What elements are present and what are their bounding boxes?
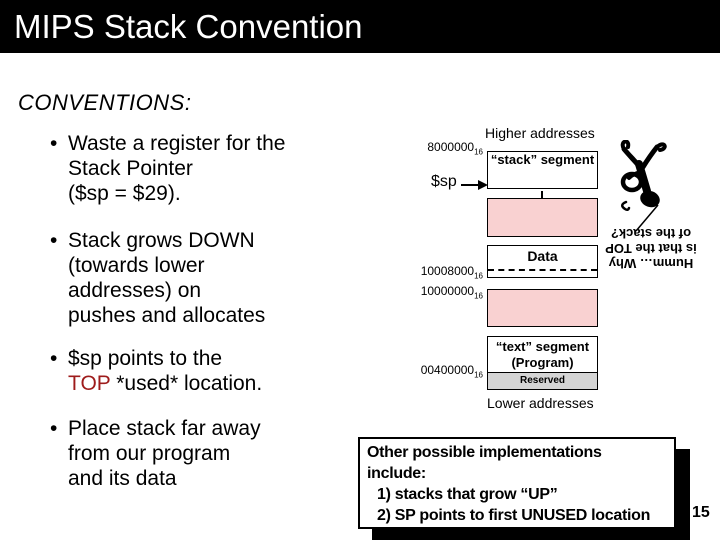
bullet-marker: • [50,229,58,252]
bullet-line: Place stack far away [68,417,261,440]
data-boundary-dashed-line [488,269,597,271]
hex-base: 16 [474,370,483,380]
bullet-line: from our program [68,442,231,465]
bullet-marker: • [50,132,58,155]
slide-title: MIPS Stack Convention [14,7,363,45]
bullet-stack-grows-down: • Stack grows DOWN (towards lower addres… [50,228,265,328]
stack-continuation-tick [541,191,543,198]
lower-addresses-label: Lower addresses [487,395,594,411]
text-segment-box: “text” segment (Program) Reserved [487,336,598,390]
bullet-line: and its data [68,467,177,490]
bullet-line: Waste a register for the [68,132,286,155]
bullet-place-stack-far: • Place stack far away from our program … [50,416,261,491]
bullet-sp-points-top: • $sp points to the TOP *used* location. [50,346,262,396]
other-implementations-note: Other possible implementations include: … [358,437,676,529]
emphasis-top-word: TOP [68,372,111,395]
bullet-line: $sp points to the [68,347,223,370]
bullet-line-rest: *used* location. [110,372,263,395]
upside-down-person-icon [620,140,667,212]
free-memory-box-lower [487,289,598,327]
hex-base: 16 [474,291,483,301]
free-memory-box-upper [487,198,598,237]
data-segment-label: Data [527,248,558,264]
address-data-bottom: 1000000016 [420,284,483,301]
thought-leader-line [635,204,659,232]
address-stack-top: 800000016 [427,140,483,157]
bullet-line: ($sp = $29). [68,182,181,205]
upside-down-thought-text: Humm… Why is that the TOP of the stack? [605,226,697,271]
address-text-segment: 0040000016 [420,363,483,380]
sp-register-label: $sp [431,173,457,190]
conventions-heading: CONVENTIONS: [18,90,192,115]
bullet-line: Stack grows DOWN [68,229,255,252]
stack-segment-label: “stack” segment [490,152,595,167]
stack-segment-box: “stack” segment [487,151,598,189]
address-data-line: 1000800016 [420,264,483,281]
text-segment-label: “text” segment [495,339,590,354]
higher-addresses-label: Higher addresses [485,125,595,141]
bullet-line: addresses) on [68,279,202,302]
data-segment-box: Data [487,245,598,278]
sp-arrow [461,184,480,186]
bullet-line: Stack Pointer [68,157,193,180]
bullet-line: TOP *used* location. [68,371,262,396]
bullet-marker: • [50,347,58,370]
bullet-marker: • [50,417,58,440]
sp-arrow-head-icon [478,180,488,190]
program-label: (Program) [511,355,574,370]
hex-base: 16 [474,147,483,157]
page-number: 15 [692,504,710,521]
reserved-strip: Reserved [488,372,597,389]
bullet-line: (towards lower [68,254,205,277]
hex-base: 16 [474,271,483,281]
title-bar: MIPS Stack Convention [0,0,720,53]
bullet-line: pushes and allocates [68,304,266,327]
bullet-waste-register: • Waste a register for the Stack Pointer… [50,131,285,206]
